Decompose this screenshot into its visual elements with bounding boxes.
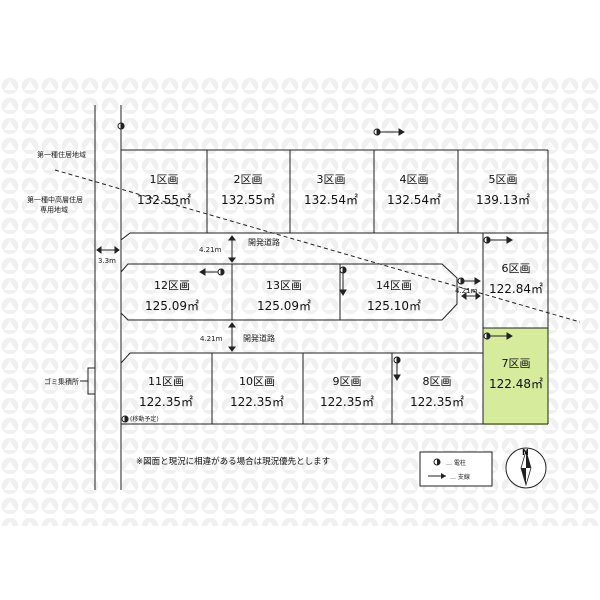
legend: … 電柱 … 支線 (419, 451, 493, 487)
north-label: N (522, 448, 529, 457)
lot-9-name: 9区画 (333, 375, 362, 388)
road-label-upper: 開発道路 (248, 237, 280, 247)
zone-label-mid-high-1: 第一種中高層住居 (27, 195, 83, 204)
lot-1-area: 132.55㎡ (137, 193, 191, 207)
lot-6-area: 122.84㎡ (489, 282, 543, 296)
lot-7-highlight (483, 328, 548, 425)
lot-14-name: 14区画 (376, 279, 412, 292)
lot-8-area: 122.35㎡ (410, 395, 464, 409)
lot-9-area: 122.35㎡ (320, 395, 374, 409)
north-arrow-icon: N (505, 447, 547, 489)
garbage-station-label: ゴミ集積所 (44, 377, 79, 386)
zone-label-residential-1: 第一種住居地域 (37, 150, 86, 159)
road-width-right: 4.21m (455, 287, 478, 295)
lot-2-name: 2区画 (234, 173, 263, 186)
legend-wire-label: … 支線 (450, 473, 470, 481)
pole-relocate-label: (移動予定) (130, 415, 159, 423)
lot-13-name: 13区画 (266, 279, 302, 292)
lot-3-area: 132.54㎡ (304, 193, 358, 207)
lot-8-name: 8区画 (423, 375, 452, 388)
road-width-left: 3.3m (98, 257, 116, 265)
lot-4-name: 4区画 (400, 173, 429, 186)
lot-10-name: 10区画 (239, 375, 275, 388)
lot-11-area: 122.35㎡ (139, 395, 193, 409)
zone-label-mid-high-2: 専用地域 (40, 205, 68, 214)
lot-3-name: 3区画 (317, 173, 346, 186)
lot-11-name: 11区画 (148, 375, 184, 388)
watermark-pattern (0, 76, 600, 526)
lot-5-area: 139.13㎡ (476, 193, 530, 207)
lot-2-area: 132.55㎡ (221, 193, 275, 207)
lot-13-area: 125.09㎡ (257, 299, 311, 313)
lot-12-name: 12区画 (154, 279, 190, 292)
lot-10-area: 122.35㎡ (230, 395, 284, 409)
utility-poles (117, 122, 513, 423)
lot-12-area: 125.09㎡ (145, 299, 199, 313)
lot-4-area: 132.54㎡ (387, 193, 441, 207)
road-width-lower: 4.21m (200, 335, 223, 343)
road-width-upper: 4.21m (199, 246, 222, 254)
lot-6-name: 6区画 (502, 262, 531, 275)
lot-5-name: 5区画 (489, 173, 518, 186)
zoning-boundary-line (54, 169, 581, 323)
lot-7-area: 122.48㎡ (489, 377, 543, 391)
lot-14-area: 125.10㎡ (367, 299, 421, 313)
road-label-lower: 開発道路 (243, 333, 275, 343)
disclaimer-note: ※図面と現況に相違がある場合は現況優先とします (136, 456, 330, 467)
lot-1-name: 1区画 (150, 173, 179, 186)
lot-7-name: 7区画 (502, 357, 531, 370)
legend-pole-label: … 電柱 (446, 459, 466, 467)
